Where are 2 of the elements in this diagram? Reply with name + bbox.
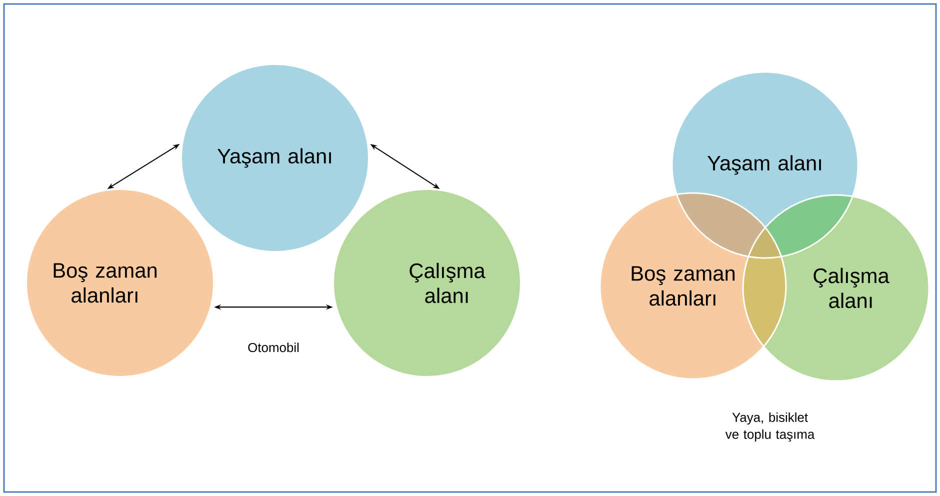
caption: Yaya, bisiklet ve toplu taşıma [725, 412, 815, 442]
edge-label: Otomobil [248, 342, 299, 352]
